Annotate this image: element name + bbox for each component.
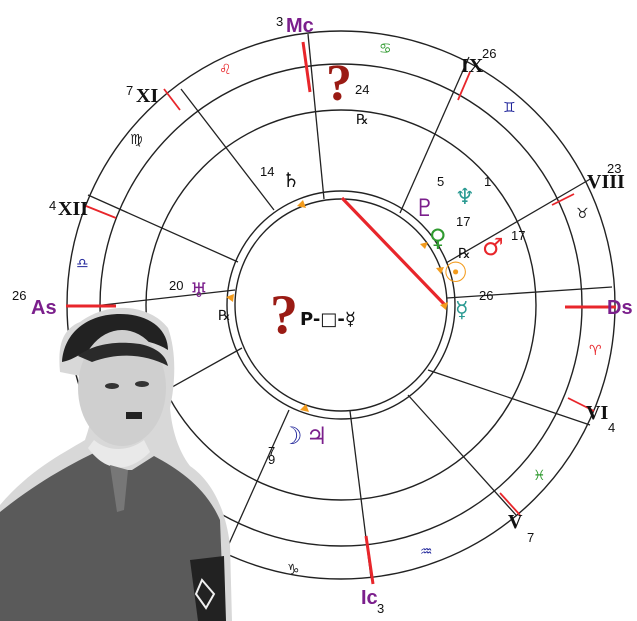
sign-libra-icon: ♎	[76, 256, 89, 272]
neptune-icon: ♆	[455, 185, 475, 210]
sign-gemini-icon: ♊	[503, 100, 516, 116]
pointer-venus	[420, 242, 428, 249]
cusp-xi	[180, 88, 275, 211]
house-viii-degree: 23	[607, 161, 621, 176]
pluto-icon: ♇	[414, 194, 436, 222]
pointer-uranus	[226, 294, 234, 302]
ic-marker	[364, 535, 375, 585]
tick-vi	[567, 397, 595, 412]
mc-label: Mc	[286, 15, 314, 37]
venus-degree: 17	[456, 214, 470, 229]
sign-aquarius-icon: ♒	[420, 544, 433, 560]
mercury-degree: 26	[479, 288, 493, 303]
aspect-line	[340, 196, 447, 307]
tick-v	[499, 492, 521, 516]
ic-degree: 3	[377, 601, 384, 616]
tick-xii	[85, 205, 117, 219]
sign-pisces-icon: ♓	[533, 468, 546, 484]
mars-degree: 17	[511, 228, 525, 243]
house-xii-label: XII	[58, 198, 88, 220]
ic-label: Ic	[361, 587, 378, 609]
house-ring	[145, 109, 537, 501]
ds-label: Ds	[607, 297, 633, 319]
sun-icon: ☉	[443, 256, 468, 289]
house-v-label: V	[508, 511, 523, 533]
house-ix-label: IX	[461, 55, 484, 77]
inner-ring-outer	[226, 190, 456, 420]
top-point-degree: 24	[355, 82, 369, 97]
planet-pointers	[226, 200, 448, 412]
house-xi-degree: 7	[126, 83, 133, 98]
desc-line	[446, 286, 613, 299]
as-label: As	[31, 297, 57, 319]
mercury-icon: ☿	[455, 298, 469, 323]
sign-cancer-icon: ♋	[379, 41, 392, 57]
sign-aries-icon: ♈	[589, 343, 602, 359]
cusp-v	[407, 394, 517, 516]
uranus-degree: 20	[169, 278, 183, 293]
moon-degree: 7	[268, 444, 275, 459]
pluto-degree: 5	[437, 174, 444, 189]
mars-icon: ♂	[482, 233, 504, 261]
unknown-point-icon: ?	[326, 55, 352, 112]
sign-virgo-icon: ♍	[130, 132, 143, 148]
retrograde-icon: ℞	[356, 112, 369, 128]
moon-icon: ☽	[281, 422, 303, 450]
aspect-label: P-□-☿	[300, 309, 356, 330]
pointer-saturn	[297, 200, 306, 208]
pointer-mercury	[440, 302, 448, 310]
saturn-icon: ♄	[282, 168, 300, 192]
house-ix-degree: 26	[482, 46, 496, 61]
cusp-ix	[399, 56, 470, 214]
pointer-sun	[436, 267, 444, 274]
tick-viii	[551, 193, 575, 206]
portrait-photo	[0, 307, 232, 621]
house-vi-label: VI	[586, 402, 608, 424]
sign-capricorn-icon: ♑	[287, 562, 300, 578]
house-viii-label: VIII	[587, 171, 625, 193]
house-xii-degree: 4	[49, 198, 56, 213]
angle-markers	[66, 41, 616, 585]
zodiac-signs: ♋ ♌ ♍ ♎ ♊ ♉ ♈ ♓ ♒ ♑	[76, 41, 602, 578]
cusp-xii	[87, 194, 239, 263]
mc-marker	[301, 41, 312, 93]
mc-line	[307, 33, 325, 200]
tick-xi	[163, 88, 181, 111]
jupiter-degree: 9	[268, 452, 275, 467]
cusp-i	[223, 409, 290, 556]
asc-line	[93, 289, 236, 307]
uranus-icon: ♅	[190, 278, 208, 302]
venus-icon: ♀	[429, 224, 447, 252]
house-v-degree: 7	[527, 530, 534, 545]
cusp-vi	[427, 369, 591, 426]
tick-ix	[457, 71, 471, 101]
as-degree: 26	[12, 288, 26, 303]
house-vi-degree: 4	[608, 420, 615, 435]
saturn-degree: 14	[260, 164, 274, 179]
center-question-icon: ?	[270, 284, 298, 346]
jupiter-icon: ♃	[306, 422, 328, 450]
pointer-moon	[300, 404, 309, 412]
sun-retrograde-icon: ℞	[458, 246, 471, 262]
uranus-retrograde-icon: ℞	[218, 308, 231, 324]
cusp-viii	[445, 177, 593, 264]
neptune-degree: 1	[484, 174, 491, 189]
house-xi-label: XI	[136, 85, 158, 107]
mc-degree: 3	[276, 14, 283, 29]
sign-leo-icon: ♌	[219, 62, 232, 78]
sign-taurus-icon: ♉	[576, 206, 589, 222]
inner-ring-inner	[234, 198, 448, 412]
